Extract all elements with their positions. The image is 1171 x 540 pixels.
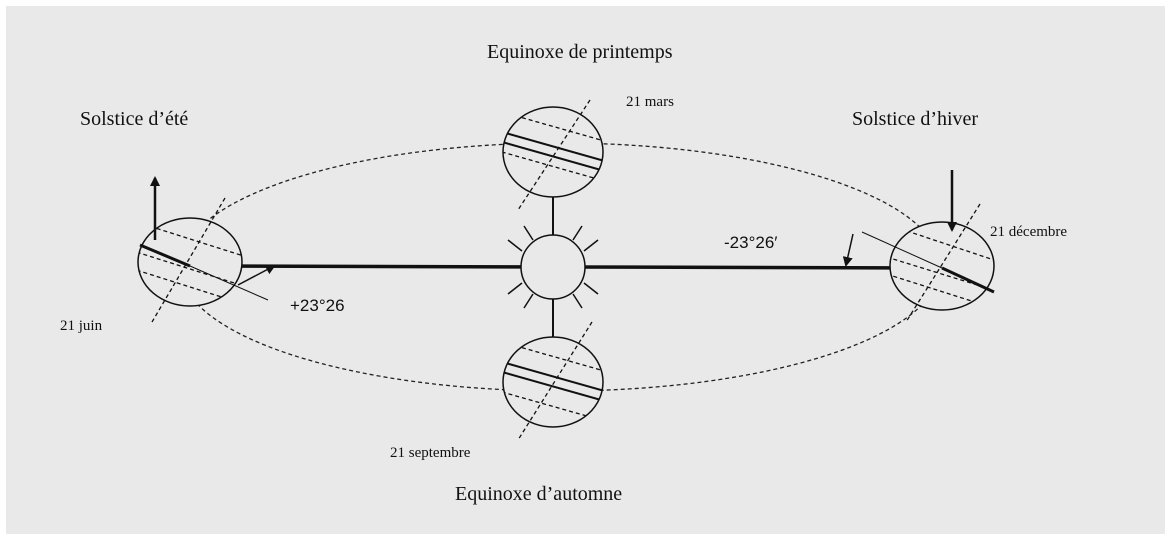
title-equinoxe-automne: Equinoxe d’automne: [455, 483, 622, 505]
title-solstice-hiver: Solstice d’hiver: [852, 108, 978, 130]
earth-september-icon: [502, 321, 604, 441]
date-label-mars: 21 mars: [626, 94, 674, 110]
earth-march-icon: [502, 99, 604, 211]
angle-label-positive: +23°26: [290, 296, 345, 315]
sun-icon: [507, 225, 599, 309]
date-label-septembre: 21 septembre: [390, 445, 471, 461]
angle-label-negative: -23°26′: [724, 233, 777, 252]
earth-december-icon: [889, 203, 995, 323]
earth-june-icon: [137, 197, 243, 323]
angle-indicator-december: [842, 231, 943, 269]
date-label-juin: 21 juin: [60, 318, 103, 334]
title-solstice-ete: Solstice d’été: [80, 108, 188, 130]
title-equinoxe-printemps: Equinoxe de printemps: [487, 41, 673, 63]
angle-indicator-june: [189, 265, 276, 301]
date-label-decembre: 21 décembre: [990, 224, 1067, 240]
